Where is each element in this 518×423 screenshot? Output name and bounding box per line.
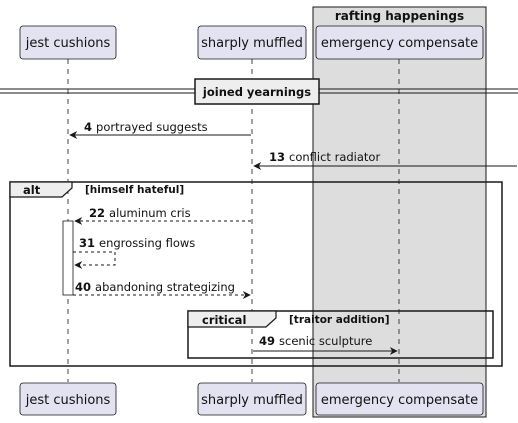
alt-frame: alt [himself hateful]	[9, 181, 503, 367]
box-background	[312, 6, 487, 418]
divider: joined yearnings	[0, 78, 518, 105]
participant-label: emergency compensate	[321, 36, 478, 51]
participant-emergency-top: emergency compensate	[315, 25, 484, 60]
message-number: 13	[269, 150, 285, 164]
message-number: 22	[89, 206, 105, 220]
participant-jest-top: jest cushions	[19, 25, 117, 60]
alt-operator: alt	[23, 183, 41, 197]
alt-guard: [himself hateful]	[85, 184, 184, 196]
participant-label: sharply muffled	[201, 36, 303, 51]
message-22: 22 aluminum cris	[74, 206, 251, 225]
box-title: rafting happenings	[335, 9, 464, 23]
message-number: 49	[259, 334, 275, 348]
participant-label: jest cushions	[25, 36, 111, 51]
message-number: 4	[84, 120, 92, 134]
participant-label: emergency compensate	[321, 393, 478, 408]
message-49: 49 scenic sculpture	[253, 334, 398, 355]
message-text: conflict radiator	[289, 150, 380, 164]
divider-label: joined yearnings	[202, 85, 311, 99]
message-text: abandoning strategizing	[95, 280, 235, 294]
message-40: 40 abandoning strategizing	[73, 280, 251, 299]
critical-operator: critical	[202, 313, 246, 327]
critical-frame: critical [traitor addition]	[187, 310, 494, 359]
participant-label: jest cushions	[25, 393, 111, 408]
activation-bar	[62, 220, 74, 296]
participant-emergency-bottom: emergency compensate	[315, 382, 484, 416]
message-text: portrayed suggests	[96, 120, 208, 134]
message-4: 4 portrayed suggests	[69, 120, 251, 139]
participant-sharply-top: sharply muffled	[197, 25, 307, 60]
message-13: 13 conflict radiator	[253, 150, 517, 170]
message-text: aluminum cris	[109, 206, 191, 220]
participant-jest-bottom: jest cushions	[19, 382, 117, 416]
message-text: scenic sculpture	[279, 334, 372, 348]
participant-sharply-bottom: sharply muffled	[197, 382, 307, 416]
message-text: engrossing flows	[99, 236, 195, 250]
participant-label: sharply muffled	[201, 393, 303, 408]
message-number: 40	[75, 280, 91, 294]
message-31: 31 engrossing flows	[73, 236, 195, 269]
critical-guard: [traitor addition]	[289, 314, 390, 326]
message-number: 31	[79, 236, 95, 250]
